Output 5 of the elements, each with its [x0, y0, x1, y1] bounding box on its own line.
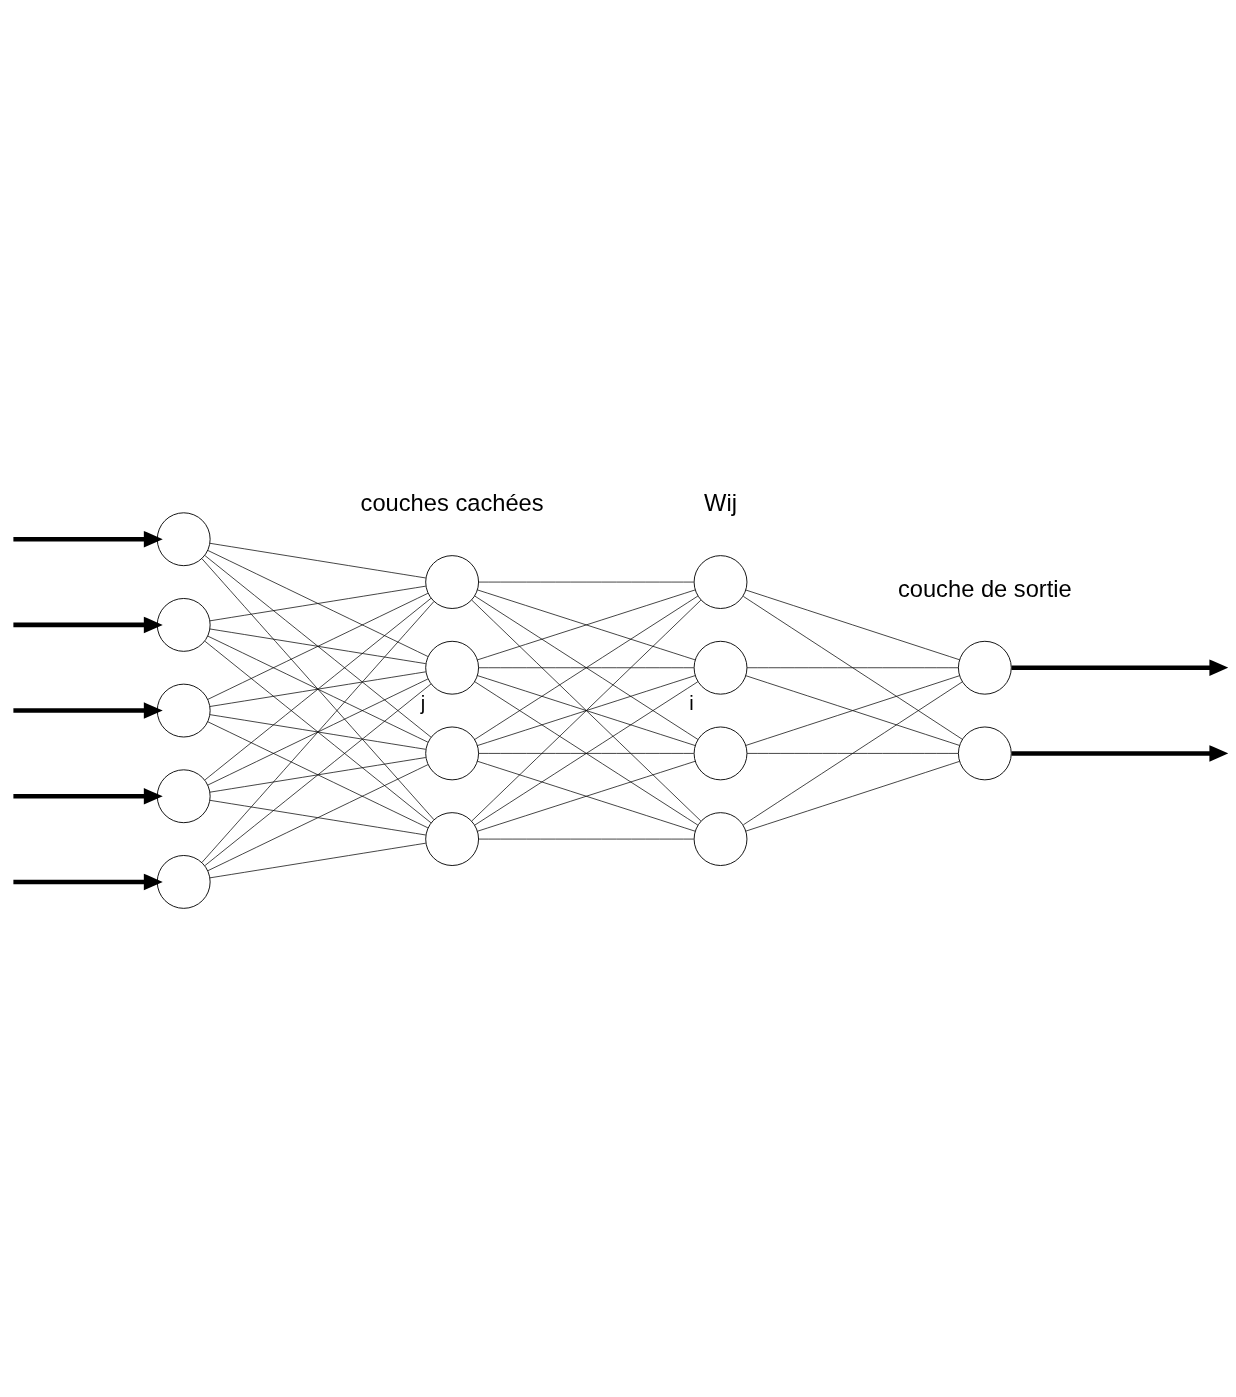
label: couches cachées: [360, 490, 544, 517]
node-label: j: [420, 692, 426, 715]
node-label: i: [689, 692, 694, 715]
label: couche de sortie: [897, 575, 1072, 602]
label: Wij: [704, 490, 737, 517]
